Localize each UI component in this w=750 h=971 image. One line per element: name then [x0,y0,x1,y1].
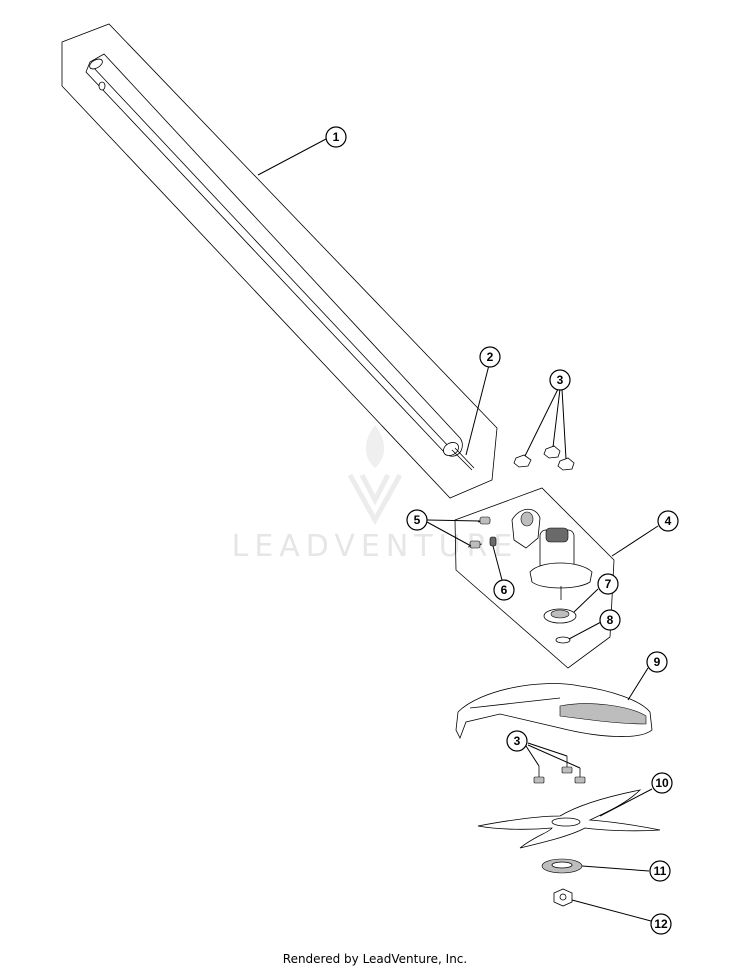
blade-guard-rib [469,697,561,709]
blade-nut [553,888,573,907]
nuts-upper [513,445,575,471]
leader-3f [527,744,581,769]
shaft-tube [85,53,463,457]
leader-11 [581,865,650,872]
retainer-center [551,861,573,869]
leader-3c [561,388,567,460]
bolt-icon [574,768,586,784]
leader-3a [524,388,559,457]
svg-text:11: 11 [654,864,667,878]
callouts: 1 2 3 4 5 6 7 8 [325,126,679,935]
leadventure-watermark: LEADVENTURE [232,425,519,564]
svg-text:7: 7 [605,577,612,591]
leader-5a [426,519,481,522]
callout-3-upper[interactable]: 3 [549,369,571,391]
blade-holder-hub [550,609,570,619]
callout-8[interactable]: 8 [599,609,621,631]
callout-11[interactable]: 11 [649,860,671,882]
gearhead-group [454,487,615,669]
leader-7 [573,588,599,613]
nut-icon [513,454,532,468]
washer [555,636,571,644]
blade-guard-shade [559,703,647,725]
shaft-clamp-bolt [98,81,106,91]
gearhead-group-outline [454,487,615,669]
set-screw [489,536,497,547]
callout-1[interactable]: 1 [325,126,347,148]
clamp-hole [520,511,534,527]
leader-lines [257,138,659,922]
watermark-text: LEADVENTURE [232,529,519,564]
gear-flange [529,562,593,589]
callout-9[interactable]: 9 [646,651,668,673]
blade-nut-hole [559,893,567,901]
screw-lower [467,540,483,549]
shaft-group [61,23,498,499]
shaft-tube-edge [91,65,451,449]
leader-3d [525,745,540,767]
callout-5[interactable]: 5 [406,509,428,531]
watermark-flame-icon [365,425,385,468]
svg-text:1: 1 [333,130,340,144]
callout-6[interactable]: 6 [493,579,515,601]
callout-10[interactable]: 10 [651,772,673,794]
leader-8 [568,621,602,640]
leader-3b [552,388,561,448]
bolt-icon [561,756,573,774]
svg-text:10: 10 [655,776,669,790]
leader-2 [465,364,490,456]
callout-3-lower[interactable]: 3 [506,730,528,752]
bolts-lower [533,756,586,784]
blade-guard [455,683,653,739]
leader-5b [426,521,472,547]
nut-icon [543,445,561,459]
shaft-group-outline [61,23,498,499]
callout-4[interactable]: 4 [657,510,679,532]
svg-text:12: 12 [654,917,668,931]
blade-center-hole [551,817,581,827]
svg-text:8: 8 [607,613,614,627]
bolt-icon [533,766,545,784]
callout-12[interactable]: 12 [650,913,672,935]
leader-10 [599,788,653,817]
leader-1 [257,138,327,176]
nut-icon [557,457,575,471]
svg-text:3: 3 [514,734,521,748]
svg-text:9: 9 [654,655,661,669]
leader-4 [611,525,659,557]
callout-2[interactable]: 2 [479,346,501,368]
blade-guard-body [455,683,653,739]
gear-housing-top [545,527,569,543]
leader-3e [527,742,568,757]
svg-text:3: 3 [557,373,564,387]
svg-text:6: 6 [501,583,508,597]
leader-9 [627,667,649,701]
drive-shaft-edge [454,447,475,469]
footer-credit: Rendered by LeadVenture, Inc. [282,952,468,966]
drive-shaft [451,449,473,471]
callout-7[interactable]: 7 [597,573,619,595]
svg-text:5: 5 [414,513,421,527]
watermark-v-inner [359,473,391,506]
svg-text:2: 2 [487,350,494,364]
shaft-tube-end [89,58,103,70]
leader-12 [571,899,652,922]
svg-text:4: 4 [665,514,672,528]
watermark-v-mark [347,473,403,526]
leader-6 [492,545,503,581]
